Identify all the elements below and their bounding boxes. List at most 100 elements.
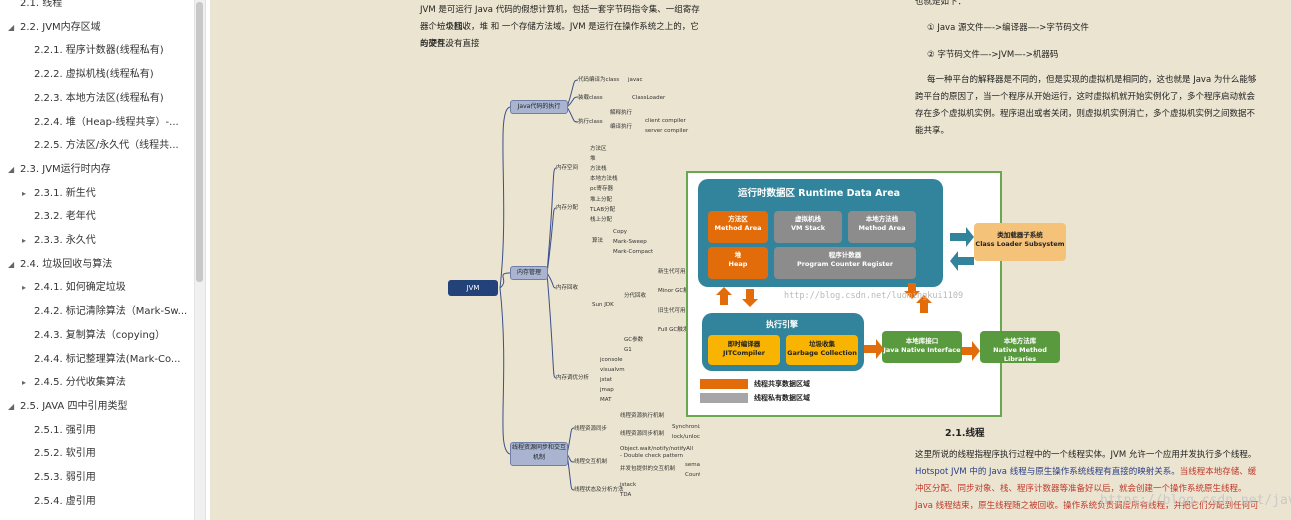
para-line-1: 每一种平台的解释器是不同的，但是实现的虚拟机是相同的，这也就是 Java 为什么… [927,75,1257,85]
mindmap-leaf: jstat [600,377,613,383]
mindmap-leaf: 内存回收 [556,285,579,291]
pc-cn: 程序计数器 [828,251,862,259]
toc-item[interactable]: 2.4.2. 标记清除算法（Mark-Sw... [0,301,193,323]
jvm-mindmap [499,79,579,491]
toc-item-label: 2.5.1. 强引用 [34,424,96,436]
mindmap-leaf: 编译执行 [610,124,633,130]
toc-item[interactable]: 2.4.3. 复制算法（copying） [0,325,193,347]
toc-item[interactable]: 2.2.5. 方法区/永久代（线程共... [0,135,193,157]
toc-item-label: 2.4.2. 标记清除算法（Mark-Sw... [34,306,188,318]
mindmap-leaf: 内存空间 [556,165,579,171]
toc-item-label: 2.5.3. 弱引用 [34,472,96,483]
toc-item[interactable]: ▸ 2.3.3. 永久代 [0,230,193,252]
legend-shared-label: 线程共享数据区域 [754,380,810,388]
gc-en: Garbage Collection [787,349,857,357]
mindmap-leaf: 方法区 [590,146,607,152]
scrollbar-thumb[interactable] [196,2,203,282]
toc-item[interactable]: 2.5.1. 强引用 [0,420,193,442]
toc-item-label: 2.4.1. 如何确定垃圾 [34,282,126,294]
collapse-arrow-icon[interactable]: ◢ [8,259,15,269]
toc-item[interactable]: 2.5.3. 弱引用 [0,467,193,489]
heap-cn: 堆 [734,251,742,259]
toc-item[interactable]: ◢2.2. JVM内存区域 [0,17,193,39]
native-lib-en: Native Method Libraries [993,346,1047,363]
vm-stack-cn: 虚拟机栈 [795,215,821,223]
mindmap-leaf: 线程状态及分析方法 [574,487,624,493]
rt-title: 运行时数据区 Runtime Data Area [738,188,901,199]
toc-item[interactable]: 2.5.4. 虚引用 [0,491,193,513]
toc-item[interactable]: 2.3.2. 老年代 [0,206,193,228]
mindmap-leaf: 执行class [578,119,603,125]
expand-arrow-icon[interactable]: ▸ [22,378,27,388]
toc-item-label: 2.2.5. 方法区/永久代（线程共... [34,140,179,152]
mindmap-node-exec: Java代码的执行 [510,100,568,114]
jni-cn: 本地库接口 [905,337,939,345]
toc-item-label: 2.2.3. 本地方法区(线程私有) [34,92,164,104]
legend-private-swatch [700,393,748,403]
mindmap-leaf: TLAB分配 [590,207,616,213]
toc-item[interactable]: ▸2.4.5. 分代收集算法 [0,372,193,394]
compile-step-2: ② 字节码文件—->JVM—->机器码 [927,50,1059,60]
toc-item[interactable]: 2.5.2. 软引用 [0,443,193,465]
mindmap-leaf: 堆上分配 [590,197,613,203]
mindmap-leaf: GC参数 [624,337,644,343]
diagram-watermark: http://blog.csdn.net/luomingkui1109 [784,291,964,301]
toc-item[interactable]: ▸ 2.3.1. 新生代 [0,183,193,205]
toc-item[interactable]: ◢ 2.5. JAVA 四中引用类型 [0,396,193,418]
toc-item-label: 2.1. 线程 [20,0,63,9]
toc-item[interactable]: 2.2.4. 堆（Heap-线程共享）-... [0,112,193,134]
toc-item[interactable]: 2.2.3. 本地方法区(线程私有) [0,88,193,110]
mindmap-leaf: server compiler [645,128,689,134]
toc-item-label: 2.3.1. 新生代 [34,187,96,199]
para-line-3: 存在多个虚拟机实例。程序退出或者关闭，则虚拟机实例消亡，多个虚拟机实例之间数据不 [915,109,1256,119]
intro-line-3: 的交互。 [420,39,455,49]
collapse-arrow-icon[interactable]: ◢ [8,164,15,174]
toc-item[interactable]: 2.1. 线程 [0,0,193,15]
toc-item[interactable]: ◢2.3. JVM运行时内存 [0,159,193,181]
class-loader-cn: 类加载器子系统 [997,231,1043,239]
intro-line-2: 一个垃圾回收，堆 和 一个存储方法域。JVM 是运行在操作系统之上的，它与硬件没… [420,22,699,49]
expand-arrow-icon[interactable]: ▸ [22,188,27,198]
toc-item-label: 2.4.3. 复制算法（copying） [34,329,166,341]
toc-item[interactable]: ◢ 2.4. 垃圾回收与算法 [0,254,193,276]
legend-private-label: 线程私有数据区域 [754,394,810,402]
thread-line-3: 冲区分配、同步对象、栈、程序计数器等准备好以后，就会创建一个操作系统原生线程。 [915,484,1247,494]
page-left: JVM 是可运行 Java 代码的假想计算机，包括一套字节码指令集、一组寄存器、… [210,0,779,520]
toc-item[interactable]: ▸ 2.4.1. 如何确定垃圾 [0,277,193,299]
page-watermark: https://blog.csdn.net/javis888 [1100,493,1291,508]
jni-en: Java Native Interface [883,346,961,354]
compile-step-1: ① Java 源文件—->编译器—->字节码文件 [927,23,1089,33]
toc-item-label: 2.4. 垃圾回收与算法 [20,258,113,270]
mindmap-leaf: 装载class [578,95,603,101]
toc-item[interactable]: 2.2.2. 虚拟机栈(线程私有) [0,64,193,86]
section-title: 2.1.线程 [945,428,985,439]
expand-arrow-icon[interactable]: ▸ [22,236,27,245]
gc-cn: 垃圾收集 [809,340,835,348]
collapse-arrow-icon[interactable]: ◢ [8,22,15,32]
execution-engine-title: 执行引擎 [766,320,798,329]
mindmap-leaf: 本地方法栈 [590,176,618,182]
sidebar-scrollbar[interactable] [194,0,205,520]
toc-item-label: 2.3.3. 永久代 [34,235,96,246]
mindmap-leaf: jstack [620,482,637,488]
collapse-arrow-icon[interactable]: ◢ [8,401,15,411]
toc-item[interactable]: 2.4.4. 标记整理算法(Mark-Co... [0,349,193,371]
toc-item-label: 2.2.1. 程序计数器(线程私有) [34,45,164,57]
mindmap-leaf: javac [628,77,643,83]
expand-arrow-icon[interactable]: ▸ [22,283,27,293]
heading-partial: 也就是如下： [915,0,967,7]
mindmap-leaf: jmap [600,387,614,393]
toc-item-label: 2.2.4. 堆（Heap-线程共享）-... [34,116,179,128]
vm-stack-en: VM Stack [790,224,826,232]
mindmap-leaf: 内存调优分析 [556,375,590,381]
mindmap-leaf: Mark-Compact [613,249,654,255]
toc-item-label: 2.5. JAVA 四中引用类型 [20,400,128,412]
toc-item[interactable]: 2.2.1. 程序计数器(线程私有) [0,40,193,62]
mindmap-leaf: 栈上分配 [590,217,613,223]
intro-line-1: JVM 是可运行 Java 代码的假想计算机，包括一套字节码指令集、一组寄存器、… [420,5,700,32]
